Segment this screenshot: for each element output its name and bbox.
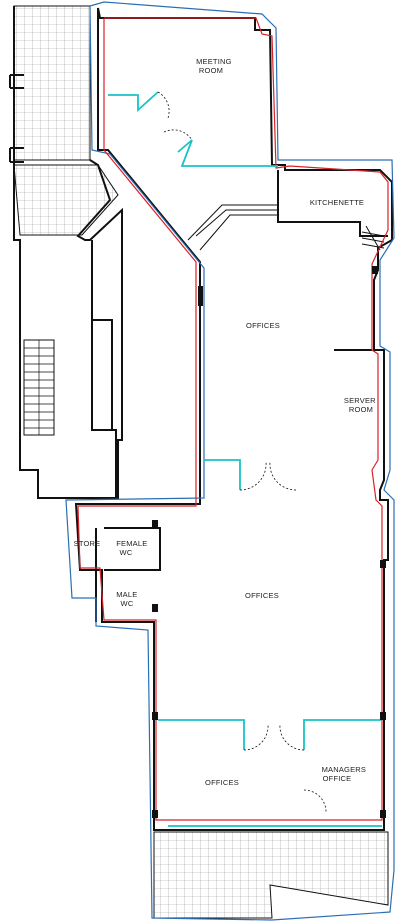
column	[380, 560, 386, 568]
wall-corridor	[187, 204, 278, 251]
wall-kitchen-steps	[361, 225, 385, 251]
wall-left-inner	[91, 240, 117, 498]
label-server-room: SERVER ROOM	[344, 396, 378, 414]
partition-meeting-1	[108, 91, 159, 113]
stairs	[23, 339, 55, 436]
paving-top-left	[13, 5, 91, 161]
walls	[9, 6, 393, 831]
stair-treads	[24, 340, 54, 435]
door-offices-left	[239, 461, 267, 491]
column	[380, 810, 386, 818]
paving-bottom	[153, 831, 389, 919]
label-store: STORE	[74, 539, 101, 548]
label-offices-upper: OFFICES	[246, 321, 280, 330]
door-managers	[303, 789, 327, 813]
partitions	[108, 91, 382, 827]
column	[152, 604, 158, 612]
wall-left-outline	[13, 6, 123, 499]
boundary-blue	[65, 1, 395, 921]
wall-paving-sep	[9, 74, 24, 163]
column	[380, 712, 386, 720]
boundary-red	[77, 17, 389, 821]
label-managers-office: MANAGERS OFFICE	[322, 765, 369, 783]
partition-offices-mid	[204, 459, 241, 490]
label-male-wc: MALE WC	[116, 590, 140, 608]
partition-lower-left	[158, 719, 245, 750]
door-meeting-2	[163, 129, 193, 141]
door-offices-right	[269, 461, 297, 491]
label-offices-middle: OFFICES	[245, 591, 279, 600]
label-female-wc: FEMALE WC	[116, 539, 150, 557]
wall-main-outline	[74, 7, 393, 831]
label-meeting-room: MEETING ROOM	[196, 57, 234, 75]
wall-wc-block	[104, 527, 161, 571]
paving-left-mid	[13, 164, 119, 236]
door-swings	[157, 91, 327, 813]
door-lower-right	[279, 723, 305, 751]
column	[198, 286, 203, 306]
wall-left-small	[92, 319, 113, 430]
paving-areas	[13, 5, 389, 919]
column	[152, 810, 158, 818]
column	[152, 520, 158, 528]
door-meeting-1	[157, 91, 170, 119]
columns	[152, 266, 386, 818]
column	[152, 712, 158, 720]
room-labels: MEETING ROOM KITCHENETTE OFFICES SERVER …	[74, 57, 378, 787]
column	[372, 266, 378, 274]
door-lower-left	[243, 723, 269, 751]
partition-lower-right	[303, 719, 382, 750]
label-offices-lower: OFFICES	[205, 778, 239, 787]
partition-meeting-2	[177, 139, 278, 167]
label-kitchenette: KITCHENETTE	[310, 198, 364, 207]
